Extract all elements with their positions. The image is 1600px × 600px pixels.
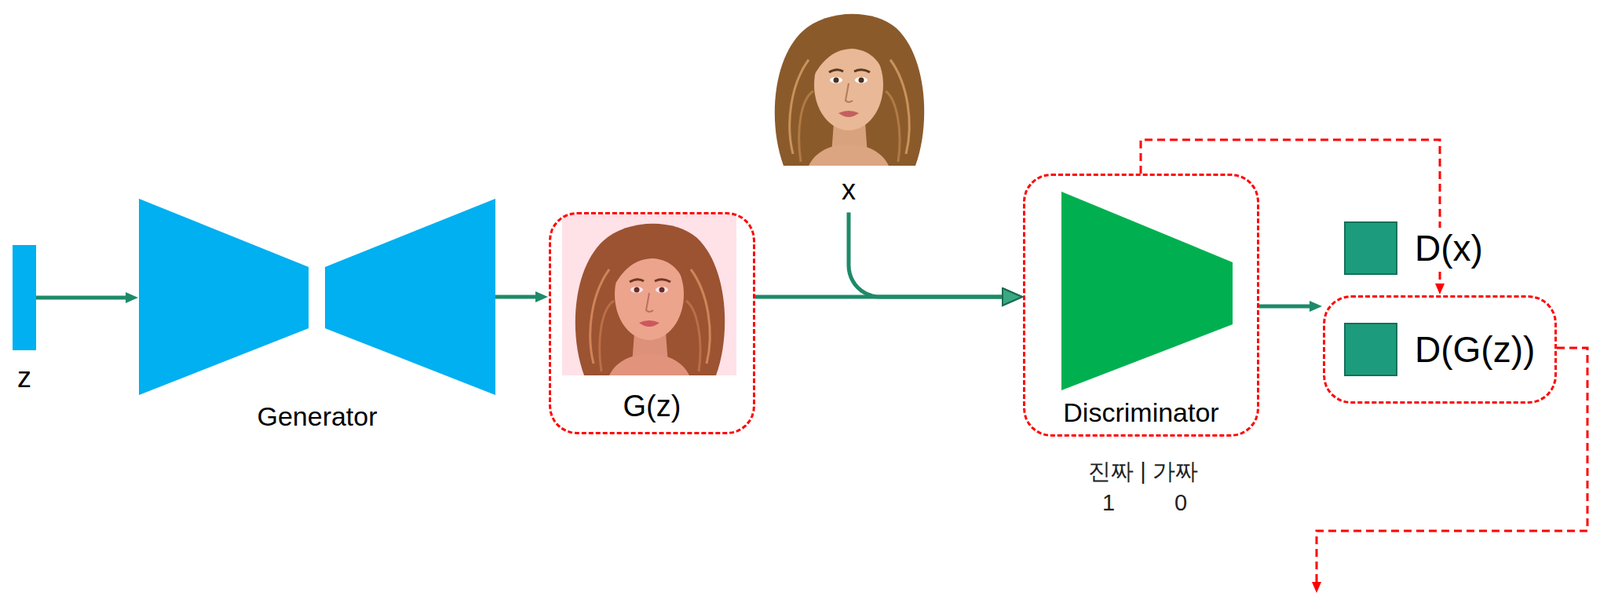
output-class-label: 진짜 | 가짜 [1088,458,1199,485]
decoder-trapezoid [325,198,496,395]
generator-network: Generator [138,198,496,395]
flow-arrow [495,295,537,300]
merge-arrow [848,211,1003,297]
node-label: G(z) [623,389,682,424]
output-arrow [1259,304,1311,309]
output-square [1344,322,1398,377]
discriminator-trapezoid [1061,191,1233,391]
discriminator-network: Discriminator [1022,173,1260,437]
output-class-label: 0 [1174,489,1188,516]
feedback-leader-line [1316,347,1588,583]
generator-shape [138,198,496,395]
real-image: x [761,4,936,166]
real-face-image [761,4,936,166]
generated-image-box: G(z) [548,211,756,435]
flow-arrow [36,295,127,300]
output-label: D(G(z)) [1411,328,1538,371]
node-label: Generator [256,401,377,432]
fake-face-image [562,214,737,376]
output-square [1344,221,1398,275]
encoder-trapezoid [138,198,309,395]
output-real: D(x) [1344,221,1487,275]
output-fake-box: D(G(z)) [1322,295,1557,404]
node-label: z [17,361,32,394]
discriminator-shape [1022,173,1260,437]
node-label: Discriminator [1063,397,1219,428]
output-label: D(x) [1411,227,1487,270]
latent-vector: z [12,244,37,351]
node-label: x [841,173,856,206]
output-class-label: 1 [1102,489,1115,516]
